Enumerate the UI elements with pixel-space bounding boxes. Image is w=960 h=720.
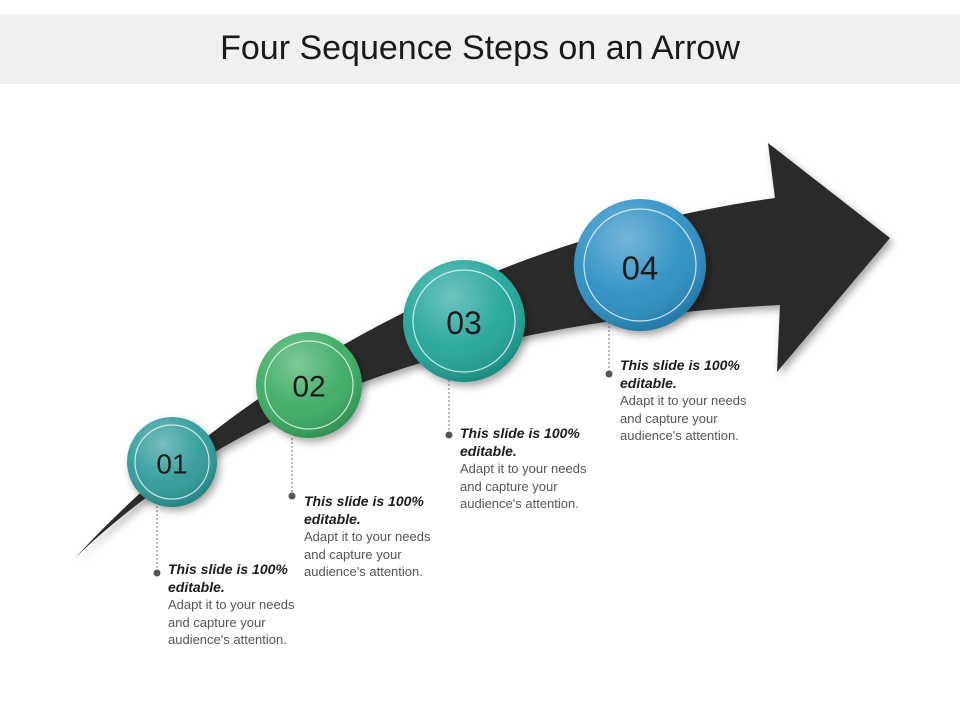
step-heading-01: This slide is 100% editable. <box>168 561 288 595</box>
step-number-03: 03 <box>446 305 482 341</box>
step-text-04: Adapt it to your needs and capture your … <box>620 393 747 443</box>
step-circle-01 <box>127 417 217 507</box>
leader-dots <box>153 370 613 577</box>
step-description-03: This slide is 100% editable. Adapt it to… <box>460 425 595 513</box>
leader-dot-01 <box>153 569 161 577</box>
step-number-02: 02 <box>292 371 325 404</box>
step-circle-02 <box>256 332 362 438</box>
step-text-03: Adapt it to your needs and capture your … <box>460 461 587 511</box>
leader-lines <box>156 322 610 572</box>
step-description-02: This slide is 100% editable. Adapt it to… <box>304 493 439 581</box>
step-number-04: 04 <box>622 250 659 287</box>
title-band: Four Sequence Steps on an Arrow <box>0 15 960 84</box>
step-circle-03 <box>403 260 525 382</box>
leader-dot-02 <box>288 492 296 500</box>
step-circle-04 <box>574 199 706 331</box>
step-heading-02: This slide is 100% editable. <box>304 493 424 527</box>
slide-title: Four Sequence Steps on an Arrow <box>220 29 740 67</box>
step-number-01: 01 <box>156 449 187 480</box>
step-description-04: This slide is 100% editable. Adapt it to… <box>620 357 755 445</box>
step-text-02: Adapt it to your needs and capture your … <box>304 529 431 579</box>
step-heading-04: This slide is 100% editable. <box>620 357 740 391</box>
leader-dot-04 <box>605 370 613 378</box>
step-description-01: This slide is 100% editable. Adapt it to… <box>168 561 303 649</box>
step-text-01: Adapt it to your needs and capture your … <box>168 597 295 647</box>
step-heading-03: This slide is 100% editable. <box>460 425 580 459</box>
leader-dot-03 <box>445 431 453 439</box>
